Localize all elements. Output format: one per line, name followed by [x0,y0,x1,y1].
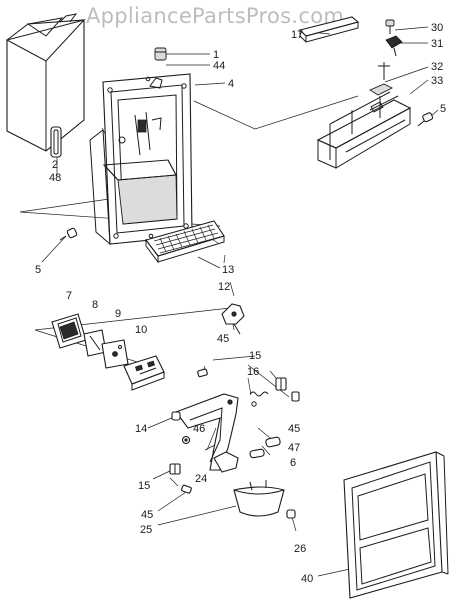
callout-12: 12 [218,281,230,293]
part-door-panel-40 [343,451,449,599]
part-rail-17 [298,16,360,43]
part-switch-31 [385,35,403,57]
part-liner-box [5,13,86,152]
callout-15-lower: 15 [138,480,150,492]
callout-6: 6 [290,457,296,469]
callout-48: 48 [49,172,61,184]
part-lever-arm-24 [175,393,239,473]
callout-33: 33 [431,75,443,87]
part-plate-9 [101,339,129,369]
part-bracket-33 [316,62,412,169]
callout-46: 46 [193,423,205,435]
part-clip [149,77,163,89]
part-screw-45-right [291,391,300,402]
callout-8: 8 [92,299,98,311]
part-gasket-strip [50,126,62,158]
callout-16: 16 [247,366,259,378]
part-clip-15-lower [169,463,181,475]
part-spring-6 [249,448,265,459]
part-spring-16 [249,391,269,407]
callout-45-right: 45 [288,423,300,435]
part-switch-board-10 [123,355,165,391]
part-cap [154,47,167,61]
callout-45-upper: 45 [217,333,229,345]
callout-5-left: 5 [35,264,41,276]
callout-5-right: 5 [440,103,446,115]
part-screw-45-lower [181,484,192,494]
callout-14: 14 [135,423,147,435]
part-actuator-12 [221,303,245,335]
part-screw-14 [171,411,181,421]
part-frame-7 [51,313,87,349]
callout-4: 4 [228,78,234,90]
part-lens-8 [83,329,107,357]
callout-47: 47 [288,442,300,454]
callout-17: 17 [291,29,303,41]
callout-10: 10 [135,324,147,336]
callout-24: 24 [195,473,207,485]
part-washer-46 [181,435,191,445]
callout-32: 32 [431,61,443,73]
part-screw-30 [385,19,395,34]
callout-9: 9 [115,308,121,320]
callout-45-lower: 45 [141,509,153,521]
callout-26: 26 [294,543,306,555]
callout-1: 1 [213,49,219,61]
part-screw-left [59,227,78,241]
part-screw-right [417,112,434,127]
part-housing-frame [89,73,193,246]
callout-15-upper: 15 [249,350,261,362]
part-grille-tray [145,220,225,264]
part-bracket-15-upper [275,377,287,391]
callout-31: 31 [431,38,443,50]
callout-13: 13 [222,264,234,276]
watermark: AppliancePartsPros.com [86,4,345,28]
part-tube-47 [265,436,281,448]
callout-30: 30 [431,22,443,34]
callout-25: 25 [140,524,152,536]
part-chute-25 [233,480,285,517]
callout-labels: 30 17 31 1 44 4 32 33 5 2 48 5 13 12 7 8… [35,22,446,585]
part-screw-26 [286,509,296,519]
callout-7: 7 [66,290,72,302]
callout-2: 2 [52,159,58,171]
callout-40: 40 [301,573,313,585]
part-screw-45-upper [197,368,208,378]
callout-44: 44 [213,60,225,72]
